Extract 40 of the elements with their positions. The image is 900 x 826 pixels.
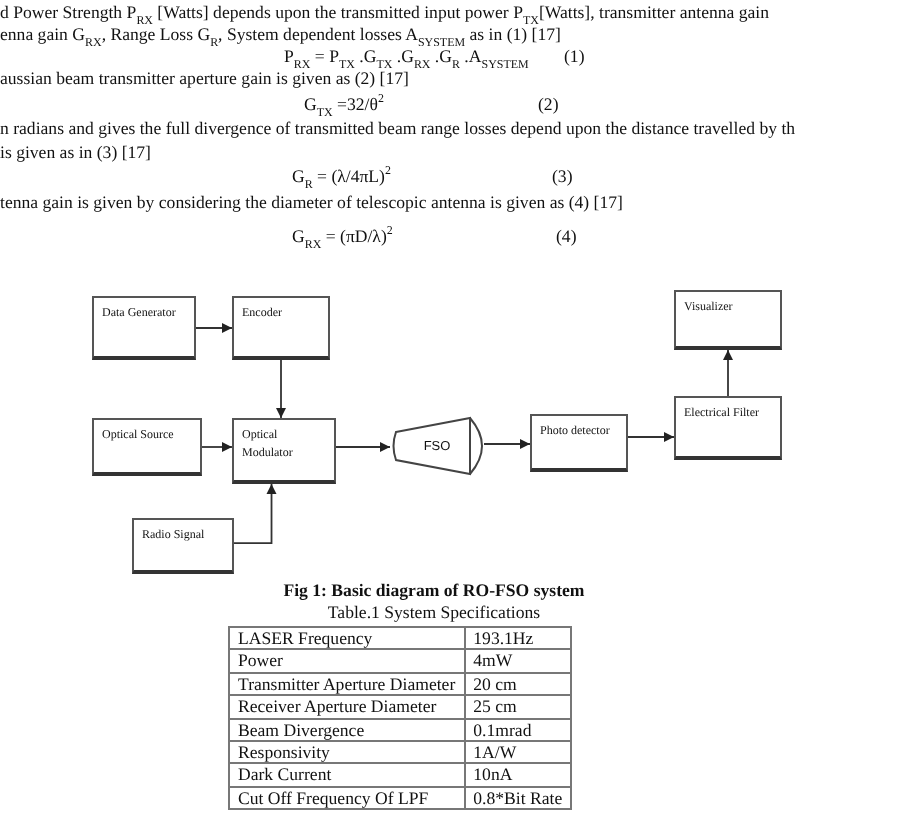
body-text: enna gain G$_{RX}$, Range Loss G$_{R}$, System dependent losses A$_{SYSTEM}$ as in (1) [17] bbox=[0, 24, 561, 46]
arrow bbox=[276, 359, 286, 419]
table-cell: Power bbox=[229, 649, 465, 673]
equation-number: (2) bbox=[538, 94, 559, 116]
arrow bbox=[201, 442, 233, 452]
arrow bbox=[723, 349, 733, 397]
arrow bbox=[483, 439, 531, 449]
table-cell: Dark Current bbox=[229, 763, 465, 787]
equation-number: (1) bbox=[564, 46, 585, 68]
body-text: tenna gain is given by considering the diameter of telescopic antenna is given as (4) [17] bbox=[0, 192, 623, 214]
table-cell: LASER Frequency bbox=[229, 627, 465, 650]
table-cell: 193.1Hz bbox=[464, 627, 572, 650]
table-cell: 25 cm bbox=[464, 695, 572, 719]
table-cell: 0.8*Bit Rate bbox=[464, 786, 572, 810]
equation: G$_{R}$ = (λ/4πL)$^{2}$ bbox=[292, 166, 391, 188]
body-text: aussian beam transmitter aperture gain is given as (2) [17] bbox=[0, 68, 409, 90]
arrow bbox=[195, 323, 233, 333]
equation-number: (3) bbox=[552, 166, 573, 188]
body-text: n radians and gives the full divergence of transmitted beam range losses depend upon the distance travelled by th bbox=[0, 118, 796, 140]
table-title: Table.1 System Specifications bbox=[325, 602, 543, 624]
table-cell: 4mW bbox=[464, 649, 572, 673]
equation-number: (4) bbox=[556, 226, 577, 248]
arrow bbox=[335, 442, 391, 452]
body-text: d Power Strength P$_{RX}$ [Watts] depends upon the transmitted input power P$_{TX}$[Watts], transmitter antenna gain bbox=[0, 2, 770, 24]
equation: G$_{TX}$ =32/θ$^{2}$ bbox=[304, 94, 384, 116]
equation: P$_{RX}$ = P$_{TX}$ .G$_{TX}$ .G$_{RX}$ .G$_{R}$ .A$_{SYSTEM}$ bbox=[284, 46, 529, 68]
equation: G$_{RX}$ = (πD/λ)$^{2}$ bbox=[292, 226, 393, 248]
table-cell: Receiver Aperture Diameter bbox=[229, 695, 465, 719]
table-cell: Beam Divergence bbox=[229, 718, 465, 742]
table-cell: 1A/W bbox=[464, 741, 572, 764]
figure-caption: Fig 1: Basic diagram of RO-FSO system bbox=[281, 580, 587, 602]
table-cell: Responsivity bbox=[229, 741, 465, 764]
table-cell: Transmitter Aperture Diameter bbox=[229, 672, 465, 696]
table-cell: 10nA bbox=[464, 763, 572, 787]
table-cell: Cut Off Frequency Of LPF bbox=[229, 786, 465, 810]
arrow bbox=[233, 483, 277, 545]
body-text: is given as in (3) [17] bbox=[0, 142, 151, 164]
table-cell: 20 cm bbox=[464, 672, 572, 696]
table-cell: 0.1mrad bbox=[464, 718, 572, 742]
arrow bbox=[627, 432, 675, 442]
